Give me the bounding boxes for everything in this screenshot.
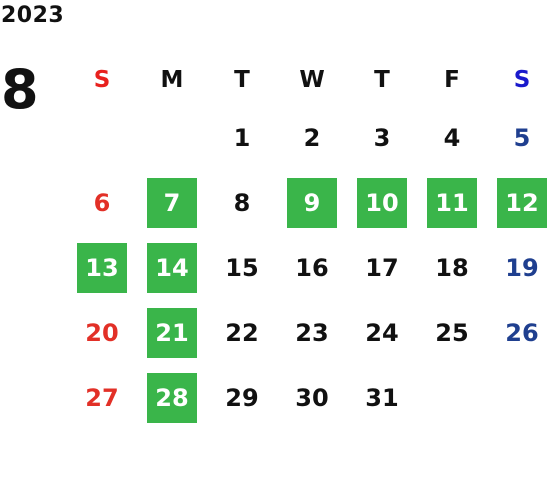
day-31[interactable]: 31: [365, 383, 399, 412]
day-29[interactable]: 29: [225, 383, 259, 412]
day-3[interactable]: 3: [373, 123, 391, 152]
day-13[interactable]: 13: [77, 242, 127, 293]
day-18[interactable]: 18: [435, 253, 469, 282]
day-11[interactable]: 11: [427, 177, 477, 228]
day-26[interactable]: 26: [505, 318, 539, 347]
year-label: 2023: [1, 3, 65, 28]
empty-cell: [67, 105, 137, 170]
empty-cell: [137, 105, 207, 170]
day-17[interactable]: 17: [365, 253, 399, 282]
day-4[interactable]: 4: [443, 123, 461, 152]
day-12[interactable]: 12: [497, 177, 547, 228]
day-30[interactable]: 30: [295, 383, 329, 412]
day-6[interactable]: 6: [93, 188, 111, 217]
day-9[interactable]: 9: [287, 177, 337, 228]
day-23[interactable]: 23: [295, 318, 329, 347]
month-number: 8: [1, 58, 39, 121]
weekday-header-sunday: S: [93, 67, 111, 93]
weekday-header-thursday: T: [374, 67, 390, 93]
day-1[interactable]: 1: [233, 123, 251, 152]
day-15[interactable]: 15: [225, 253, 259, 282]
day-7[interactable]: 7: [147, 177, 197, 228]
day-21[interactable]: 21: [147, 307, 197, 358]
day-28[interactable]: 28: [147, 372, 197, 423]
day-19[interactable]: 19: [505, 253, 539, 282]
day-5[interactable]: 5: [513, 123, 531, 152]
day-14[interactable]: 14: [147, 242, 197, 293]
weekday-header-saturday: S: [513, 67, 531, 93]
day-27[interactable]: 27: [85, 383, 119, 412]
day-20[interactable]: 20: [85, 318, 119, 347]
weekday-header-tuesday: T: [234, 67, 250, 93]
day-10[interactable]: 10: [357, 177, 407, 228]
day-2[interactable]: 2: [303, 123, 321, 152]
day-16[interactable]: 16: [295, 253, 329, 282]
day-24[interactable]: 24: [365, 318, 399, 347]
weekday-header-friday: F: [444, 67, 460, 93]
weekday-header-monday: M: [160, 67, 184, 93]
day-22[interactable]: 22: [225, 318, 259, 347]
weekday-header-wednesday: W: [299, 67, 325, 93]
day-8[interactable]: 8: [233, 188, 251, 217]
day-25[interactable]: 25: [435, 318, 469, 347]
